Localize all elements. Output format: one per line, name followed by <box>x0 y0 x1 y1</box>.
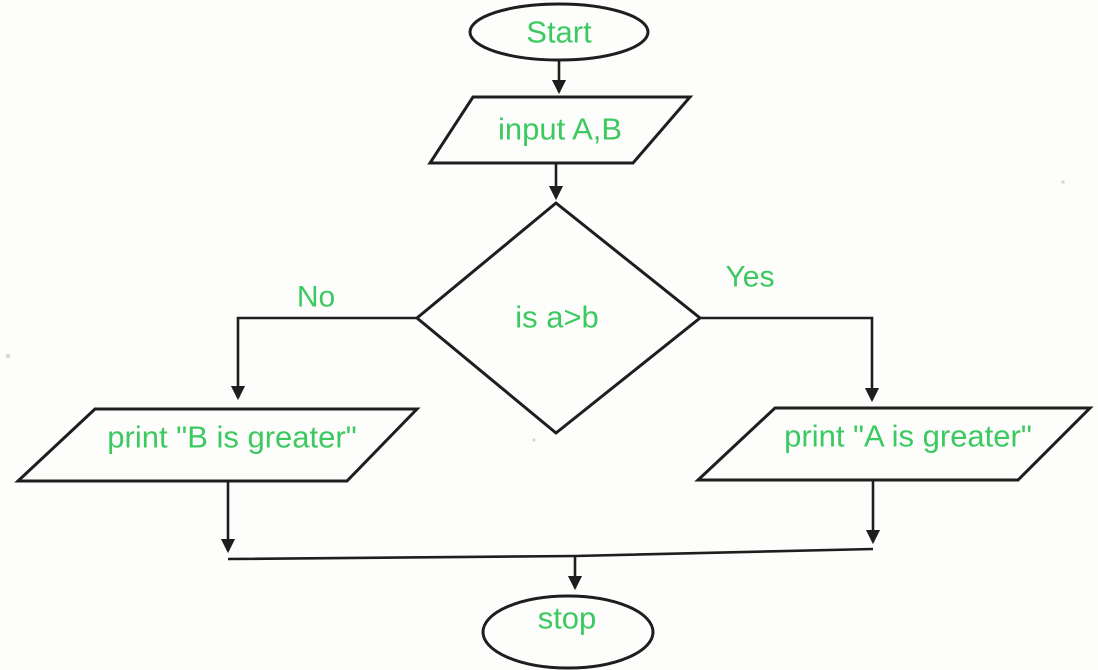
start-label: Start <box>526 15 592 50</box>
stop-ellipse <box>481 594 655 670</box>
node-print-a: print "A is greater" <box>694 406 1094 482</box>
node-input-ab: input A,B <box>427 95 694 165</box>
edge-decision-no: No <box>230 281 417 401</box>
print-a-label: print "A is greater" <box>784 419 1032 454</box>
print-b-parallelogram <box>14 407 421 483</box>
edge-decision-yes: Yes <box>700 261 880 403</box>
scan-speck <box>5 353 11 359</box>
decision-diamond <box>414 201 703 435</box>
decision-label: is a>b <box>515 300 599 335</box>
start-ellipse <box>468 2 650 62</box>
scan-speck <box>532 438 536 442</box>
node-start: Start <box>468 2 650 62</box>
stop-label: stop <box>538 601 597 636</box>
input-parallelogram <box>427 95 694 165</box>
node-decision: is a>b <box>414 201 703 435</box>
edge-label-no: No <box>297 281 335 314</box>
print-b-label: print "B is greater" <box>107 420 356 455</box>
edge-merge-line <box>227 547 874 591</box>
scan-speck <box>1061 180 1065 184</box>
input-label: input A,B <box>498 112 622 147</box>
print-a-parallelogram <box>694 406 1094 482</box>
node-print-b: print "B is greater" <box>14 407 421 483</box>
edge-label-yes: Yes <box>726 261 775 294</box>
node-stop: stop <box>481 594 655 670</box>
